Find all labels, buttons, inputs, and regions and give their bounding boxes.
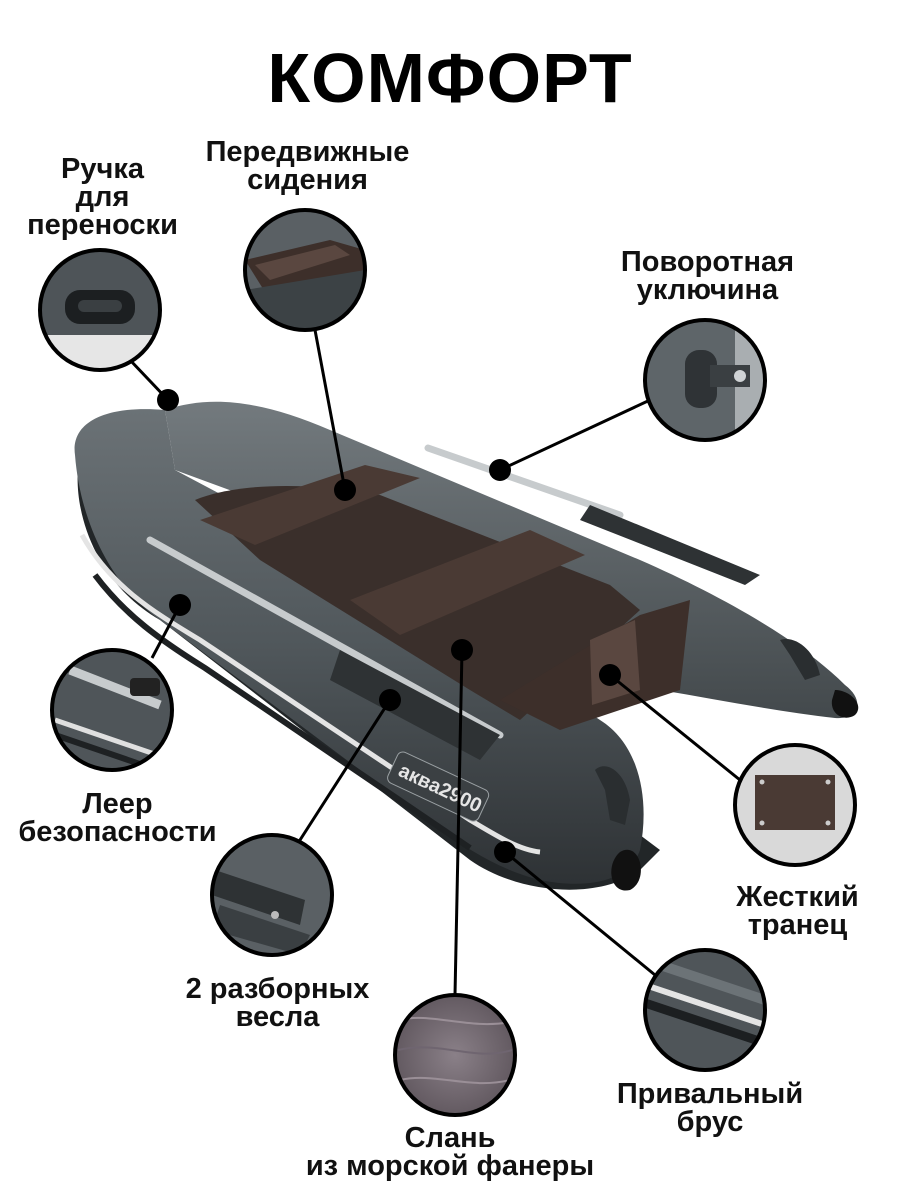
transom-detail-circle xyxy=(733,743,857,867)
label-safety-rope: Леер безопасности xyxy=(18,788,217,848)
label-seats: Передвижные сидения xyxy=(205,136,410,196)
callout-lines xyxy=(128,329,741,996)
label-rub-strake: Привальный брус xyxy=(616,1078,804,1138)
oars-detail-circle xyxy=(210,833,334,957)
callout-dots xyxy=(157,389,621,863)
label-floor: Слань из морской фанеры xyxy=(305,1122,595,1182)
safety-rope-detail-circle xyxy=(50,648,174,772)
handle-detail-circle xyxy=(38,248,162,372)
label-handle: Ручка для переноски xyxy=(27,153,178,241)
rub-strake-detail-circle xyxy=(643,948,767,1072)
label-transom: Жесткий транец xyxy=(736,881,859,941)
seats-detail-circle xyxy=(243,208,367,332)
floor-detail-circle xyxy=(393,993,517,1117)
label-oars: 2 разборных весла xyxy=(185,973,370,1033)
label-oarlock: Поворотная уключина xyxy=(620,246,795,306)
boat: aквa2900 xyxy=(74,401,859,891)
oarlock-detail-circle xyxy=(643,318,767,442)
page-title: КОМФОРТ xyxy=(267,39,633,117)
